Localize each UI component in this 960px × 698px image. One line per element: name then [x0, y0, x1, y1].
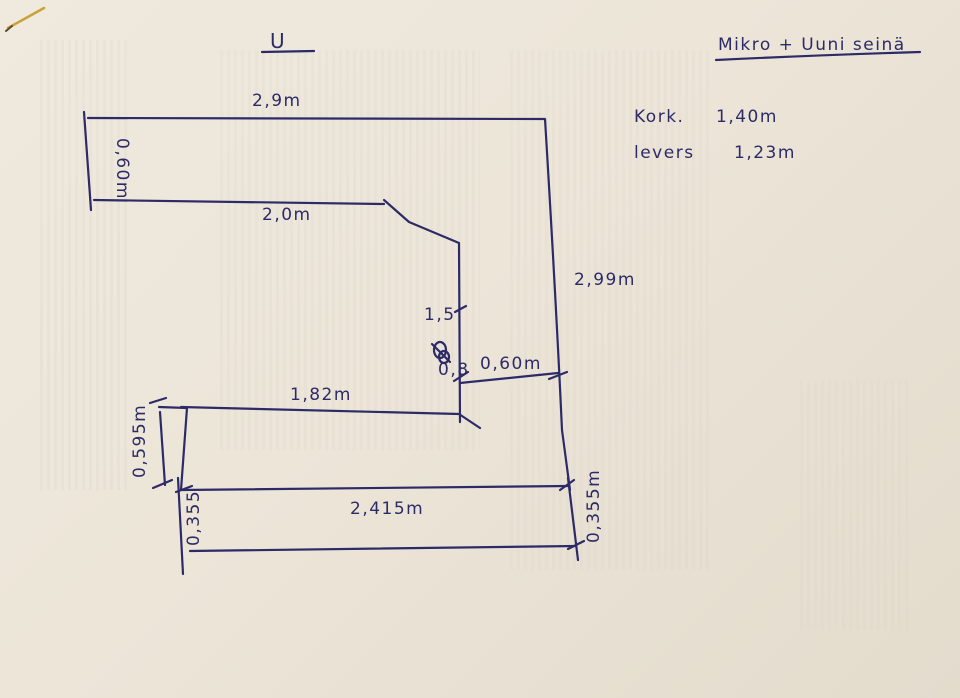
title-label: U: [270, 29, 288, 53]
tick-mark: [558, 478, 576, 492]
reverse-print-block: [220, 50, 480, 450]
dim-left-small: 0,595m: [130, 404, 150, 478]
diagonal-corner: [382, 198, 461, 245]
dim-bottom-length: 2,415m: [350, 499, 424, 519]
bottom-left-end: [176, 476, 185, 576]
left-small-dim: [158, 410, 167, 487]
tick-mark: [452, 370, 470, 383]
tick-mark: [174, 484, 194, 494]
bottom-right-end: [566, 476, 580, 562]
left-end-line: [82, 110, 93, 212]
dim-bottom-right-depth: 0,355m: [584, 469, 604, 543]
inner-bottom-line: [179, 405, 482, 430]
scribble-mark: [430, 340, 452, 365]
header-note: Mikro + Uuni seinä: [718, 35, 906, 55]
spec-value: 1,40m: [716, 107, 778, 127]
header-underline: [714, 50, 922, 62]
tick-mark: [566, 539, 586, 551]
inner-depth-line: [458, 371, 560, 385]
reverse-print-block: [800, 380, 910, 630]
tick-mark: [453, 304, 468, 314]
left-small-line: [157, 405, 189, 492]
dim-inner-depth: 0,60m: [480, 354, 542, 374]
dim-inner-vertical: 1,5: [424, 305, 456, 325]
dim-left-depth: 0,60m: [112, 138, 132, 200]
title-underline: [260, 49, 316, 54]
inner-vertical-line: [457, 241, 462, 424]
middle-line: [179, 484, 570, 492]
inner-top-line: [92, 198, 386, 206]
spec-label: levers: [634, 143, 695, 163]
dim-top-length: 2,9m: [252, 91, 302, 111]
tick-mark: [547, 370, 569, 381]
pen-icon: [5, 6, 46, 32]
spec-label: Kork.: [634, 107, 684, 127]
outer-outline: [86, 116, 572, 492]
tick-mark: [148, 396, 168, 405]
reverse-print-block: [510, 50, 710, 570]
dim-right-side: 2,99m: [574, 270, 636, 290]
spec-value: 1,23m: [734, 143, 796, 163]
dim-inner-top: 2,0m: [262, 205, 312, 225]
dim-inner-bottom: 1,82m: [290, 385, 352, 405]
tick-mark: [151, 478, 174, 490]
bottom-line: [188, 544, 578, 553]
dim-inner-vertical-extra: 0,8: [438, 360, 470, 380]
dim-bottom-left-depth: 0,355: [184, 490, 204, 546]
